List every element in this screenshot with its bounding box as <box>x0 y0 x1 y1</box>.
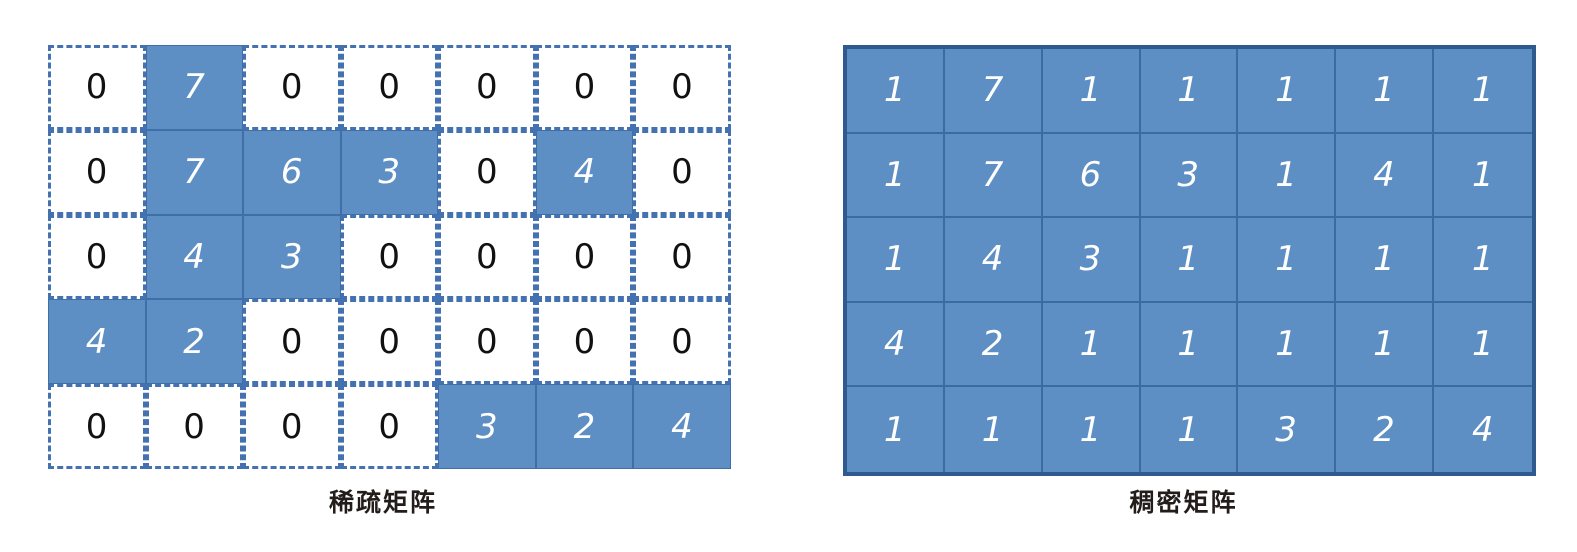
sparse-cell-zero: 0 <box>438 214 536 300</box>
sparse-cell-zero: 0 <box>48 45 146 130</box>
sparse-cell-nonzero: 2 <box>535 384 634 469</box>
sparse-cell-nonzero: 4 <box>145 214 244 300</box>
dense-cell: 1 <box>1238 302 1337 388</box>
sparse-cell-nonzero: 6 <box>243 129 341 215</box>
sparse-cell-zero: 0 <box>438 129 536 215</box>
sparse-cell-zero: 0 <box>633 129 731 215</box>
dense-cell: 7 <box>944 133 1043 219</box>
sparse-cell-nonzero: 4 <box>633 384 731 469</box>
dense-cell: 1 <box>1336 302 1435 388</box>
dense-cell: 4 <box>847 302 945 388</box>
dense-cell: 1 <box>847 218 945 303</box>
dense-cell: 1 <box>1336 49 1435 134</box>
sparse-cell-nonzero: 7 <box>145 129 244 215</box>
sparse-cell-zero: 0 <box>243 299 341 385</box>
dense-cell: 1 <box>1140 218 1239 303</box>
dense-cell: 4 <box>1434 387 1532 472</box>
sparse-cell-zero: 0 <box>438 45 536 130</box>
dense-cell: 1 <box>1434 133 1532 219</box>
dense-cell: 1 <box>1140 387 1239 472</box>
sparse-cell-zero: 0 <box>243 384 341 469</box>
sparse-cell-nonzero: 3 <box>340 129 439 215</box>
sparse-cell-zero: 0 <box>633 299 731 385</box>
dense-cell: 1 <box>1434 302 1532 388</box>
dense-cell: 1 <box>944 387 1043 472</box>
dense-matrix-caption: 稠密矩阵 <box>1129 488 1238 517</box>
dense-cell: 1 <box>847 49 945 134</box>
dense-cell: 3 <box>1238 387 1337 472</box>
sparse-cell-zero: 0 <box>633 214 731 300</box>
sparse-cell-zero: 0 <box>48 129 146 215</box>
dense-cell: 1 <box>847 387 945 472</box>
sparse-cell-zero: 0 <box>633 45 731 130</box>
sparse-cell-zero: 0 <box>438 299 536 385</box>
sparse-cell-zero: 0 <box>340 384 439 469</box>
dense-cell: 1 <box>1140 49 1239 134</box>
dense-cell: 1 <box>1042 49 1141 134</box>
dense-cell: 1 <box>847 133 945 219</box>
dense-cell: 1 <box>1042 302 1141 388</box>
sparse-cell-zero: 0 <box>48 384 146 469</box>
sparse-cell-nonzero: 7 <box>145 45 244 130</box>
dense-cell: 2 <box>944 302 1043 388</box>
dense-cell: 1 <box>1140 302 1239 388</box>
sparse-cell-nonzero: 3 <box>438 384 536 469</box>
dense-cell: 1 <box>1238 49 1337 134</box>
sparse-cell-zero: 0 <box>535 299 634 385</box>
sparse-cell-zero: 0 <box>145 384 244 469</box>
sparse-cell-zero: 0 <box>340 45 439 130</box>
dense-cell: 3 <box>1042 218 1141 303</box>
dense-cell: 1 <box>1336 218 1435 303</box>
sparse-cell-zero: 0 <box>535 45 634 130</box>
sparse-cell-zero: 0 <box>535 214 634 300</box>
dense-cell: 7 <box>944 49 1043 134</box>
dense-cell: 6 <box>1042 133 1141 219</box>
sparse-cell-nonzero: 4 <box>535 129 634 215</box>
dense-cell: 1 <box>1434 49 1532 134</box>
sparse-cell-zero: 0 <box>48 214 146 300</box>
sparse-cell-zero: 0 <box>243 45 341 130</box>
dense-cell: 1 <box>1042 387 1141 472</box>
dense-cell: 4 <box>944 218 1043 303</box>
dense-cell: 4 <box>1336 133 1435 219</box>
sparse-cell-zero: 0 <box>340 299 439 385</box>
sparse-cell-zero: 0 <box>340 214 439 300</box>
dense-cell: 2 <box>1336 387 1435 472</box>
dense-cell: 1 <box>1434 218 1532 303</box>
sparse-cell-nonzero: 3 <box>243 214 341 300</box>
sparse-matrix-caption: 稀疏矩阵 <box>328 488 437 517</box>
dense-cell: 3 <box>1140 133 1239 219</box>
dense-cell: 1 <box>1238 218 1337 303</box>
sparse-cell-nonzero: 2 <box>145 299 244 385</box>
sparse-cell-nonzero: 4 <box>48 299 146 385</box>
dense-cell: 1 <box>1238 133 1337 219</box>
